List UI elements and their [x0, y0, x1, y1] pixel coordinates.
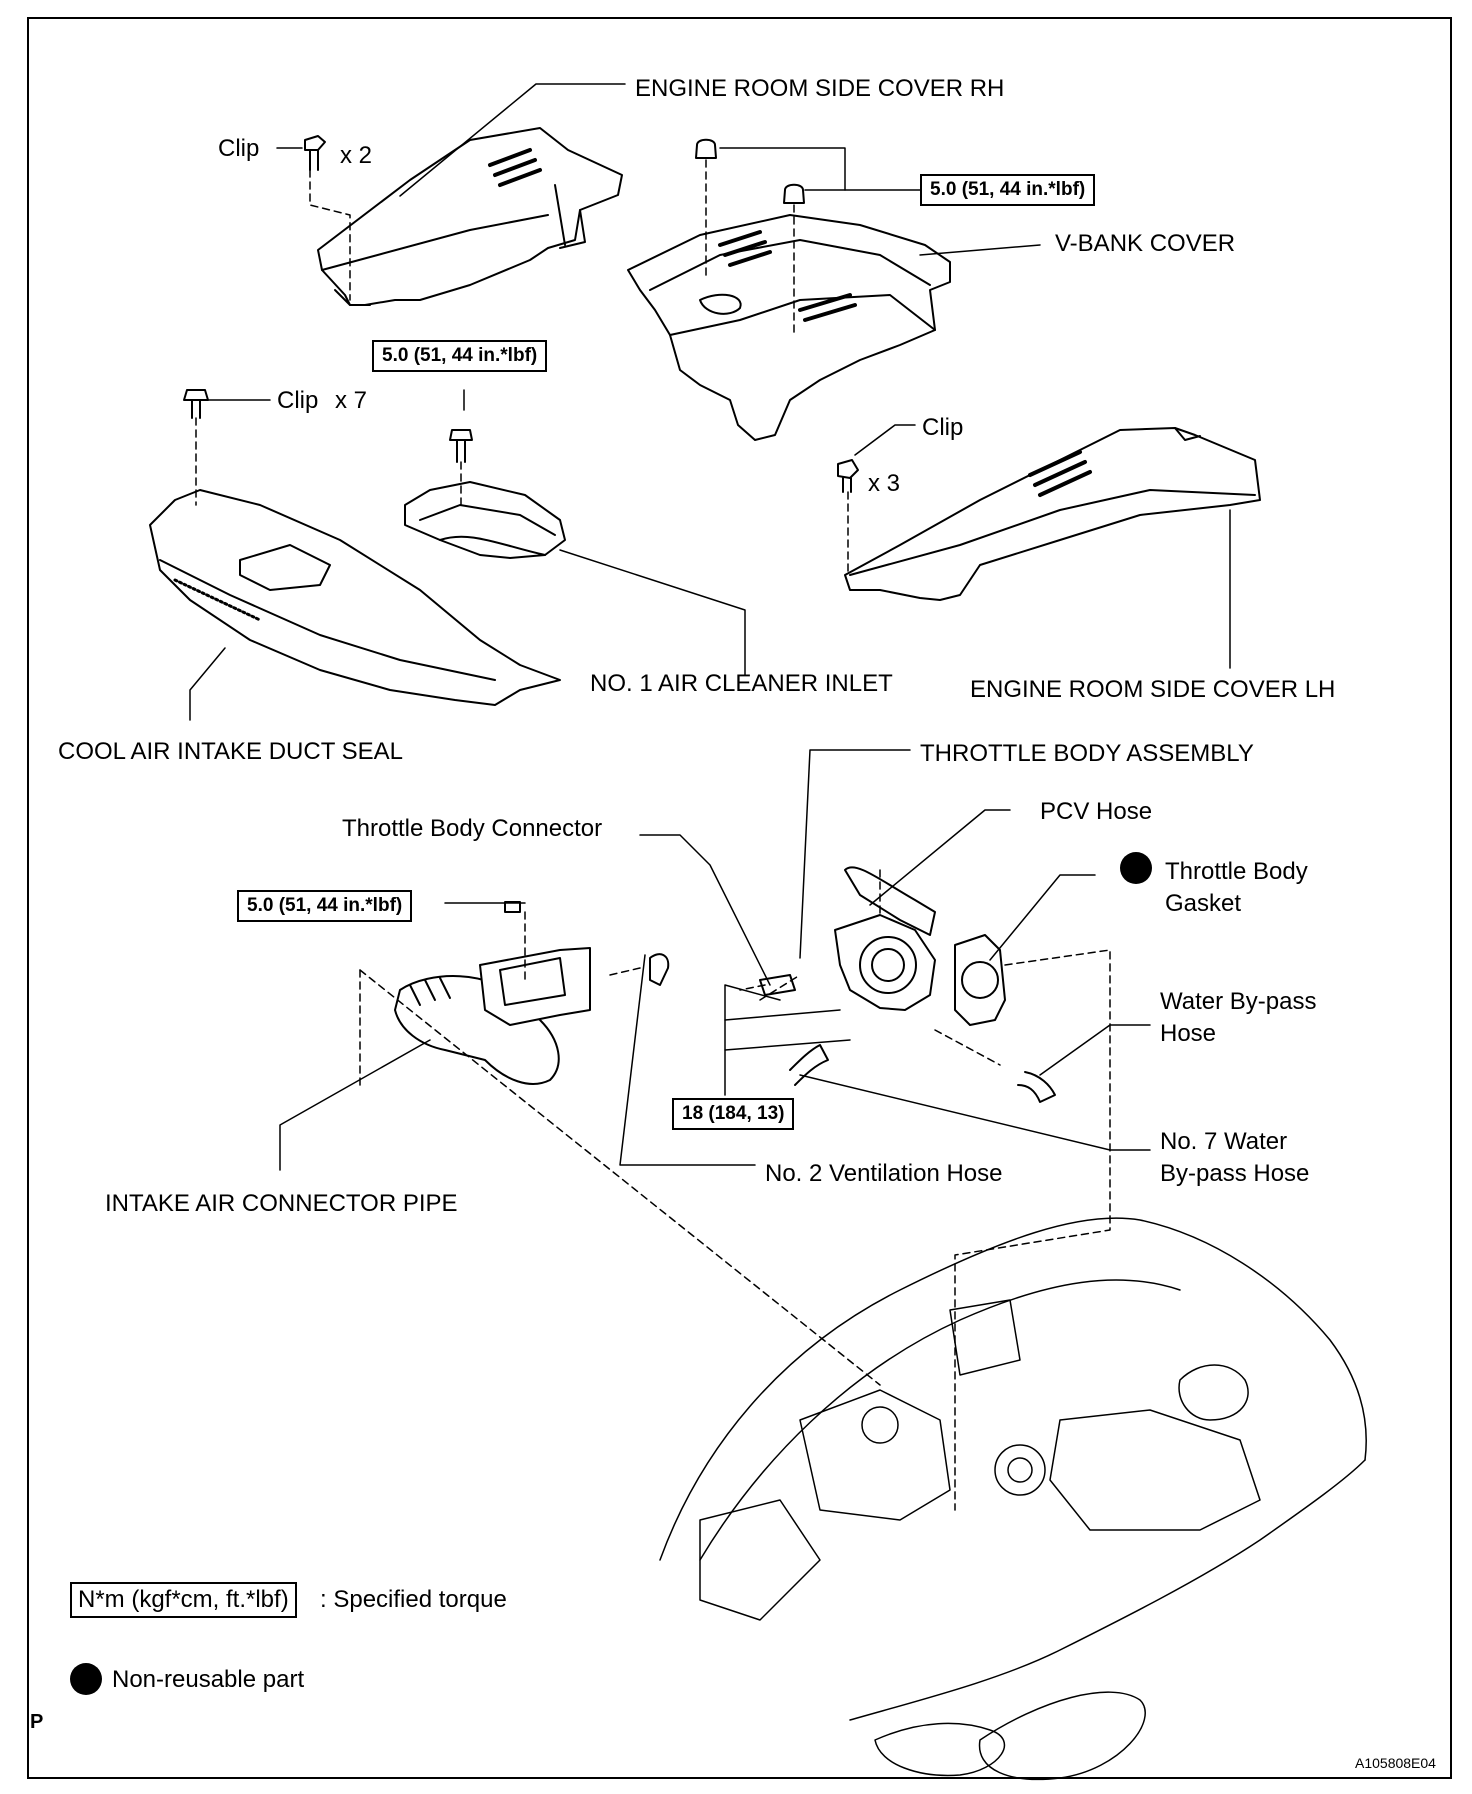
label-clip-lh-quantity: x 3: [868, 470, 901, 497]
label-throttle-body-connector: Throttle Body Connector: [342, 815, 603, 842]
torque-box-v-bank: 5.0 (51, 44 in.*lbf): [920, 174, 1096, 206]
torque-box-air-cleaner-inlet: 5.0 (51, 44 in.*lbf): [372, 340, 548, 372]
no1-air-cleaner-inlet-part: [404, 481, 566, 559]
diagram-frame: [27, 17, 1452, 1779]
label-v-bank-cover: V-BANK COVER: [1055, 230, 1236, 257]
label-no7-water-bypass-hose-line2: By-pass Hose: [1160, 1160, 1310, 1187]
label-clip-lh: Clip: [922, 414, 964, 441]
non-reusable-marker-gasket: [1120, 852, 1152, 884]
label-throttle-body-gasket-line2: Gasket: [1165, 890, 1242, 917]
label-no7-water-bypass-hose-line1: No. 7 Water: [1160, 1128, 1288, 1155]
label-water-bypass-hose-line1: Water By-pass: [1160, 988, 1317, 1015]
legend-torque-description: : Specified torque: [320, 1586, 507, 1613]
label-throttle-body-gasket-line1: Throttle Body: [1165, 858, 1308, 885]
legend-non-reusable-dot: [70, 1663, 102, 1695]
label-cool-air-intake-duct-seal: COOL AIR INTAKE DUCT SEAL: [58, 738, 403, 765]
label-water-bypass-hose-line2: Hose: [1160, 1020, 1217, 1047]
cool-air-intake-duct-seal-part: [149, 489, 561, 706]
fastener-shapes: [183, 135, 859, 913]
torque-box-throttle-body: 18 (184, 13): [672, 1098, 795, 1130]
label-intake-air-connector-pipe: INTAKE AIR CONNECTOR PIPE: [105, 1190, 458, 1217]
torque-box-intake-pipe: 5.0 (51, 44 in.*lbf): [237, 890, 413, 922]
vehicle-engine-bay-part: [659, 1217, 1367, 1781]
label-pcv-hose: PCV Hose: [1040, 798, 1153, 825]
figure-id: A105808E04: [1355, 1755, 1436, 1771]
throttle-body-gasket-part: [954, 934, 1006, 1026]
legend-torque-unit-box: N*m (kgf*cm, ft.*lbf): [70, 1582, 297, 1618]
label-clip-seal: Clip: [277, 387, 319, 414]
legend-non-reusable-description: Non-reusable part: [112, 1666, 305, 1693]
label-engine-room-side-cover-lh: ENGINE ROOM SIDE COVER LH: [970, 676, 1336, 703]
leader-lines: [189, 83, 1231, 1171]
engine-room-side-cover-rh-part: [317, 127, 623, 306]
label-engine-room-side-cover-rh: ENGINE ROOM SIDE COVER RH: [635, 75, 1005, 102]
engine-room-side-cover-lh-part: [844, 427, 1261, 601]
v-bank-cover-part: [627, 214, 951, 441]
label-throttle-body-assembly: THROTTLE BODY ASSEMBLY: [920, 740, 1254, 767]
label-clip-rh-quantity: x 2: [340, 142, 373, 169]
alignment-dashed-lines: [195, 159, 1111, 1511]
corner-mark: P: [30, 1711, 44, 1733]
throttle-body-assembly-part: [759, 866, 936, 1011]
intake-air-connector-pipe-part: [394, 947, 591, 1085]
label-clip-rh: Clip: [218, 135, 260, 162]
label-no2-ventilation-hose: No. 2 Ventilation Hose: [765, 1160, 1003, 1187]
label-clip-seal-quantity: x 7: [335, 387, 368, 414]
label-no1-air-cleaner-inlet: NO. 1 AIR CLEANER INLET: [590, 670, 893, 697]
